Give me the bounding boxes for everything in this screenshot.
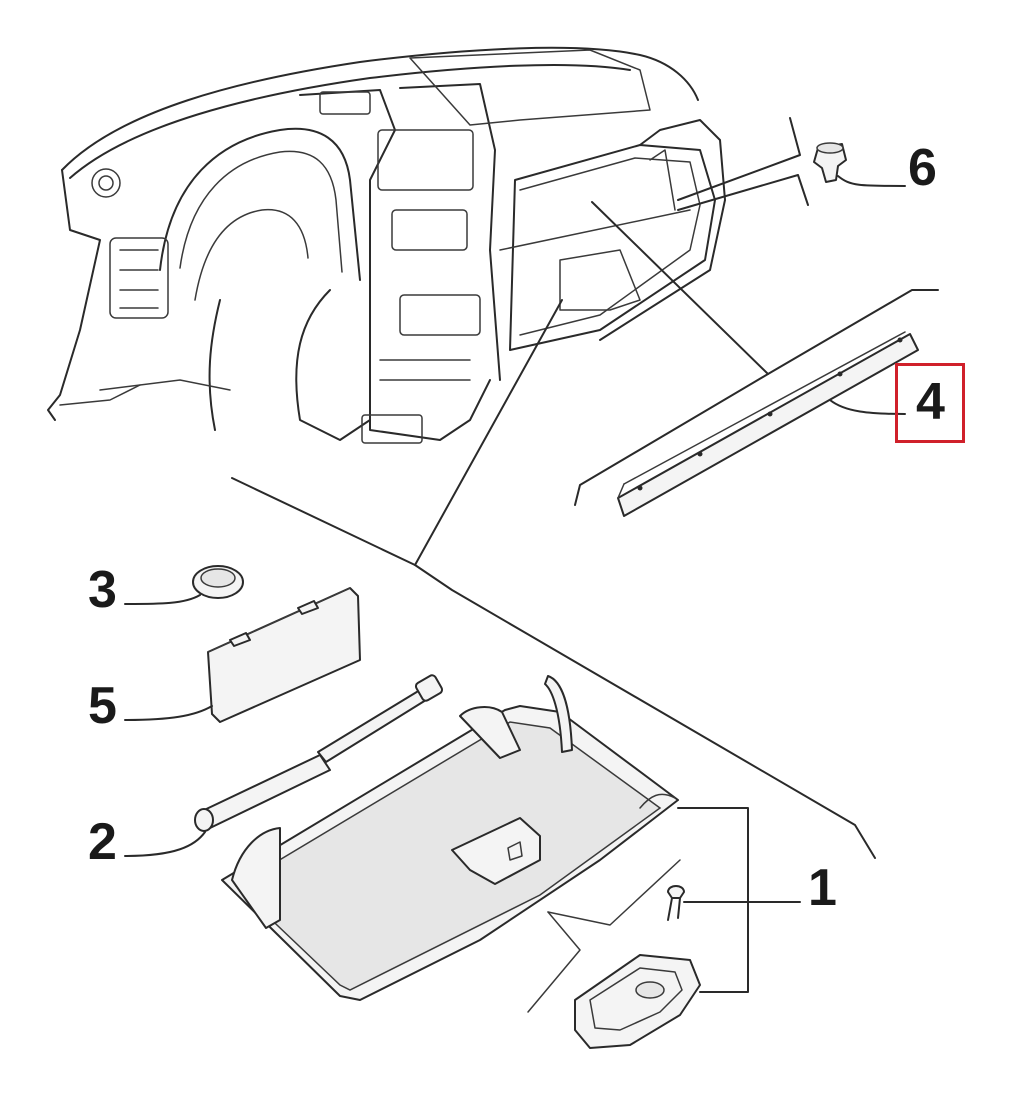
- part-5-panel: [124, 587, 361, 723]
- callout-5: 5: [88, 677, 117, 735]
- part-3-cap: [124, 565, 244, 605]
- leader-lines: [231, 117, 939, 1013]
- part-1-glovebox: [221, 675, 801, 1049]
- dashboard-assembly: [47, 46, 726, 444]
- callout-4: 4: [916, 373, 945, 431]
- callout-6: 6: [908, 139, 937, 197]
- callout-3: 3: [88, 561, 117, 619]
- part-4-trim-strip: [617, 331, 919, 517]
- part-6-clip: [813, 142, 906, 187]
- part-2-strut: [124, 674, 444, 857]
- callout-1: 1: [808, 859, 837, 917]
- callout-2: 2: [88, 813, 117, 871]
- callout-4-highlight-box: [895, 363, 965, 443]
